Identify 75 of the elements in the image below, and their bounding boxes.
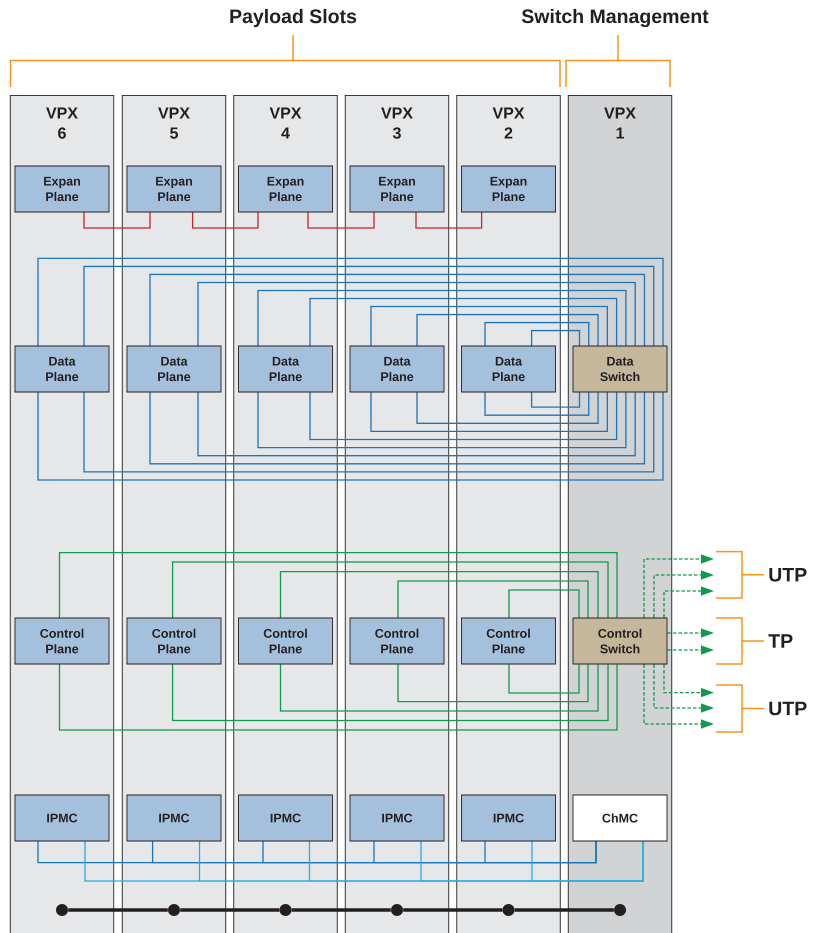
connector bbox=[172, 664, 609, 722]
connector bbox=[309, 298, 618, 346]
connector bbox=[58, 552, 618, 618]
connector bbox=[514, 908, 614, 912]
connector bbox=[531, 841, 644, 882]
connector bbox=[530, 330, 580, 346]
bracket-label: UTP bbox=[715, 684, 807, 733]
connector bbox=[370, 392, 608, 432]
connector bbox=[484, 392, 590, 416]
module-box: Expan Plane bbox=[461, 166, 556, 212]
connector bbox=[149, 392, 646, 464]
connector bbox=[508, 589, 580, 618]
module-box: ChMC bbox=[572, 794, 668, 842]
module-box: Control Plane bbox=[461, 618, 556, 664]
module-box: Data Plane bbox=[461, 346, 556, 392]
connector bbox=[530, 392, 580, 408]
connector bbox=[415, 212, 482, 229]
connector bbox=[83, 392, 654, 473]
bus-dot bbox=[502, 904, 514, 916]
module-box: Expan Plane bbox=[14, 166, 110, 212]
connector bbox=[257, 290, 627, 346]
connector bbox=[149, 274, 646, 346]
module-box: Control Plane bbox=[126, 618, 222, 664]
connector bbox=[307, 212, 375, 229]
bus-dot bbox=[56, 904, 68, 916]
connector bbox=[83, 266, 654, 346]
module-box: Control Plane bbox=[14, 618, 110, 664]
heading: Switch Management bbox=[522, 8, 708, 28]
connector bbox=[58, 664, 618, 731]
connector bbox=[397, 664, 589, 702]
connector bbox=[309, 392, 618, 440]
module-box: Control Plane bbox=[238, 618, 333, 664]
connector bbox=[180, 908, 280, 912]
connector bbox=[484, 322, 590, 346]
module-box: Control Switch bbox=[572, 618, 668, 664]
module-box: Expan Plane bbox=[350, 166, 444, 212]
bus-dot bbox=[280, 904, 292, 916]
bus-dot bbox=[391, 904, 403, 916]
module-box: IPMC bbox=[238, 794, 333, 842]
module-box: IPMC bbox=[126, 794, 222, 842]
module-box: Data Plane bbox=[238, 346, 333, 392]
module-box: Data Plane bbox=[126, 346, 222, 392]
connector bbox=[484, 841, 597, 864]
connector bbox=[83, 212, 151, 229]
connector bbox=[416, 392, 599, 424]
connector bbox=[197, 392, 636, 456]
connector bbox=[172, 561, 609, 618]
module-box: Data Switch bbox=[572, 346, 668, 392]
module-box: Expan Plane bbox=[238, 166, 333, 212]
module-box: Data Plane bbox=[350, 346, 444, 392]
module-box: Expan Plane bbox=[126, 166, 222, 212]
connector bbox=[37, 258, 664, 346]
bracket-label: UTP bbox=[715, 550, 807, 599]
bus-dot bbox=[614, 904, 626, 916]
connector bbox=[37, 392, 664, 481]
heading: Payload Slots bbox=[230, 8, 356, 28]
connector bbox=[292, 908, 391, 912]
bus-dot bbox=[168, 904, 180, 916]
connector bbox=[257, 392, 627, 448]
connector bbox=[192, 212, 259, 229]
connector bbox=[197, 282, 636, 346]
module-box: IPMC bbox=[461, 794, 556, 842]
connector bbox=[508, 664, 580, 694]
module-box: Control Plane bbox=[350, 618, 444, 664]
connector bbox=[370, 306, 608, 346]
module-box: IPMC bbox=[14, 794, 110, 842]
module-box: Data Plane bbox=[14, 346, 110, 392]
connector bbox=[280, 664, 599, 712]
connector bbox=[397, 580, 589, 618]
connector bbox=[403, 908, 502, 912]
bracket-label: TP bbox=[715, 617, 792, 665]
module-box: IPMC bbox=[350, 794, 444, 842]
connector bbox=[416, 314, 599, 346]
connector bbox=[280, 570, 599, 618]
connector bbox=[68, 908, 168, 912]
